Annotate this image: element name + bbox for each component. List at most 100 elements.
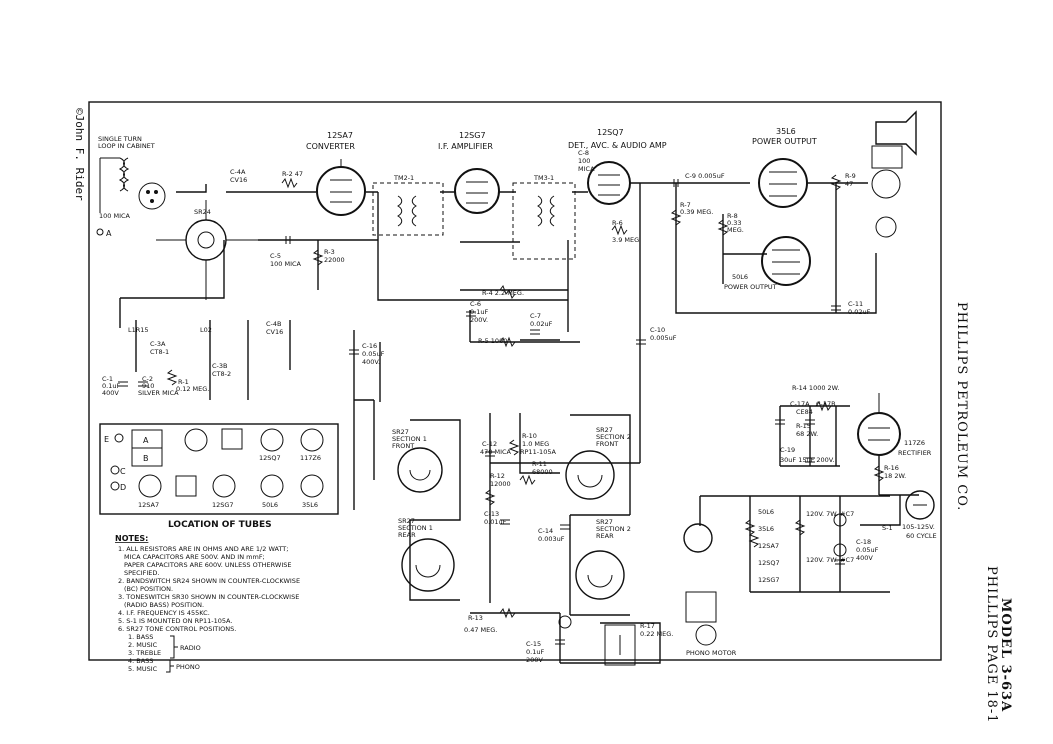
svg-text:RECTIFIER: RECTIFIER [898,449,932,457]
svg-text:R-4 2.2 MEG.: R-4 2.2 MEG. [482,289,524,297]
svg-text:R-3: R-3 [324,248,335,256]
svg-text:2. MUSIC: 2. MUSIC [128,641,158,649]
svg-text:400V.: 400V. [362,358,380,366]
svg-text:C-9 0.005uF: C-9 0.005uF [685,172,725,180]
svg-text:120V. 7W. #C7: 120V. 7W. #C7 [806,556,854,564]
svg-text:C-19: C-19 [780,446,795,454]
svg-text:MEG.: MEG. [727,226,744,234]
svg-text:CT8-2: CT8-2 [212,370,231,378]
svg-text:SINGLE TURN: SINGLE TURN [98,135,142,143]
svg-text:200V.: 200V. [470,316,488,324]
svg-text:400V: 400V [102,389,119,397]
svg-text:C-17A: C-17A [790,400,810,408]
svg-text:910: 910 [142,382,154,390]
svg-text:SECTION 2: SECTION 2 [596,525,631,533]
svg-text:C-7: C-7 [530,312,541,320]
svg-text:(BC) POSITION.: (BC) POSITION. [124,585,173,593]
svg-text:47: 47 [845,180,853,188]
svg-text:L02: L02 [200,326,212,334]
svg-text:C-14: C-14 [538,527,553,535]
svg-text:5. S-1 IS MOUNTED ON RP11-105A: 5. S-1 IS MOUNTED ON RP11-105A. [118,617,232,625]
svg-text:CE84: CE84 [796,408,813,416]
svg-text:0.39 MEG.: 0.39 MEG. [680,208,713,216]
if-transformer-tm31: TM3-1 [512,174,576,260]
tube-12sa7: 12SA7 CONVERTER [306,131,366,216]
svg-text:12SG7: 12SG7 [758,576,780,584]
svg-text:RADIO: RADIO [180,644,201,652]
svg-text:R-7: R-7 [680,201,691,209]
svg-text:0.05uF: 0.05uF [362,350,385,358]
svg-text:C-1: C-1 [102,375,113,383]
svg-text:0.33: 0.33 [727,219,741,227]
svg-text:35L6: 35L6 [302,501,318,509]
svg-text:C-3B: C-3B [212,362,227,370]
resistors [166,174,885,619]
svg-text:R-2 47: R-2 47 [282,170,303,178]
svg-text:0.05uF: 0.05uF [856,546,879,554]
tube-35l6: 35L6 POWER OUTPUT [752,127,817,208]
speaker-icon [871,110,917,238]
svg-text:L1R15: L1R15 [128,326,149,334]
svg-text:SR27: SR27 [398,517,415,525]
location-of-tubes: E A B 12SQ7 117Z6 C D 12SA7 12SG7 50L6 3… [99,423,339,530]
svg-text:TM2-1: TM2-1 [393,174,414,182]
svg-text:50L6: 50L6 [732,273,748,281]
svg-text:LOOP IN CABINET: LOOP IN CABINET [98,142,155,150]
svg-text:TM3-1: TM3-1 [533,174,554,182]
svg-text:R-14 1000 2W.: R-14 1000 2W. [792,384,839,392]
tone-switch-sr27-front2 [565,450,615,500]
svg-text:117Z6: 117Z6 [300,454,321,462]
svg-text:C-4A: C-4A [230,168,246,176]
svg-text:R-12: R-12 [490,472,505,480]
svg-text:0.1uF: 0.1uF [470,308,488,316]
svg-text:FRONT: FRONT [392,442,414,450]
svg-text:C-11: C-11 [848,300,863,308]
svg-text:0.22 MEG.: 0.22 MEG. [640,630,673,638]
svg-text:0.003uF: 0.003uF [538,535,565,543]
svg-text:D: D [120,483,126,492]
svg-text:200V: 200V [526,656,543,664]
svg-text:3. TREBLE: 3. TREBLE [128,649,161,657]
svg-text:C-18: C-18 [856,538,871,546]
svg-text:0.47 MEG.: 0.47 MEG. [464,626,497,634]
svg-text:SR27: SR27 [596,426,613,434]
svg-text:3. TONESWITCH SR30 SHOWN IN CO: 3. TONESWITCH SR30 SHOWN IN COUNTER-CLOC… [118,593,299,601]
if-transformer-tm21: TM2-1 [372,174,444,236]
tube-50l6: 50L6 POWER OUTPUT [724,236,811,291]
svg-text:35L6: 35L6 [758,525,774,533]
svg-text:(RADIO BASS) POSITION.: (RADIO BASS) POSITION. [124,601,204,609]
svg-text:1.0 MEG: 1.0 MEG [522,440,549,448]
svg-text:A: A [143,436,149,445]
svg-text:0.02uF: 0.02uF [848,308,871,316]
svg-text:MICA: MICA [578,165,595,173]
svg-text:60 CYCLE: 60 CYCLE [906,532,937,540]
page-reference: PHILLIPS PAGE 18-1 [984,566,999,724]
antenna-loop: SINGLE TURN LOOP IN CABINET 100 MICA A [96,135,166,238]
svg-text:C-13: C-13 [484,510,499,518]
svg-text:I.F. AMPLIFIER: I.F. AMPLIFIER [438,142,493,151]
svg-text:CV16: CV16 [266,328,283,336]
svg-text:0.1uF: 0.1uF [526,648,544,656]
svg-text:CT8-1: CT8-1 [150,348,169,356]
svg-text:SECTION 2: SECTION 2 [596,433,631,441]
svg-text:12000: 12000 [490,480,511,488]
svg-text:R-5 1000: R-5 1000 [478,337,507,345]
svg-text:B: B [143,454,149,463]
tone-switch-sr27-front [397,447,443,493]
svg-text:0.01uF: 0.01uF [484,518,507,526]
svg-text:LOCATION OF TUBES: LOCATION OF TUBES [168,520,272,530]
notes-block: NOTES: 1. ALL RESISTORS ARE IN OHMS AND … [115,534,300,673]
schematic-border [88,101,942,661]
svg-text:R-10: R-10 [522,432,537,440]
svg-text:68 2W.: 68 2W. [796,430,818,438]
svg-text:R-16: R-16 [884,464,899,472]
svg-text:12SQ7: 12SQ7 [597,128,624,137]
svg-text:R-6: R-6 [612,219,623,227]
svg-text:3.9 MEG.: 3.9 MEG. [612,236,641,244]
tube-12sg7: 12SG7 I.F. AMPLIFIER [438,131,500,214]
svg-text:SR27: SR27 [392,428,409,436]
svg-text:100 MICA: 100 MICA [99,212,131,220]
svg-text:2. BANDSWITCH SR24 SHOWN IN CO: 2. BANDSWITCH SR24 SHOWN IN COUNTER-CLOC… [118,577,300,585]
svg-text:PHONO: PHONO [176,663,200,671]
